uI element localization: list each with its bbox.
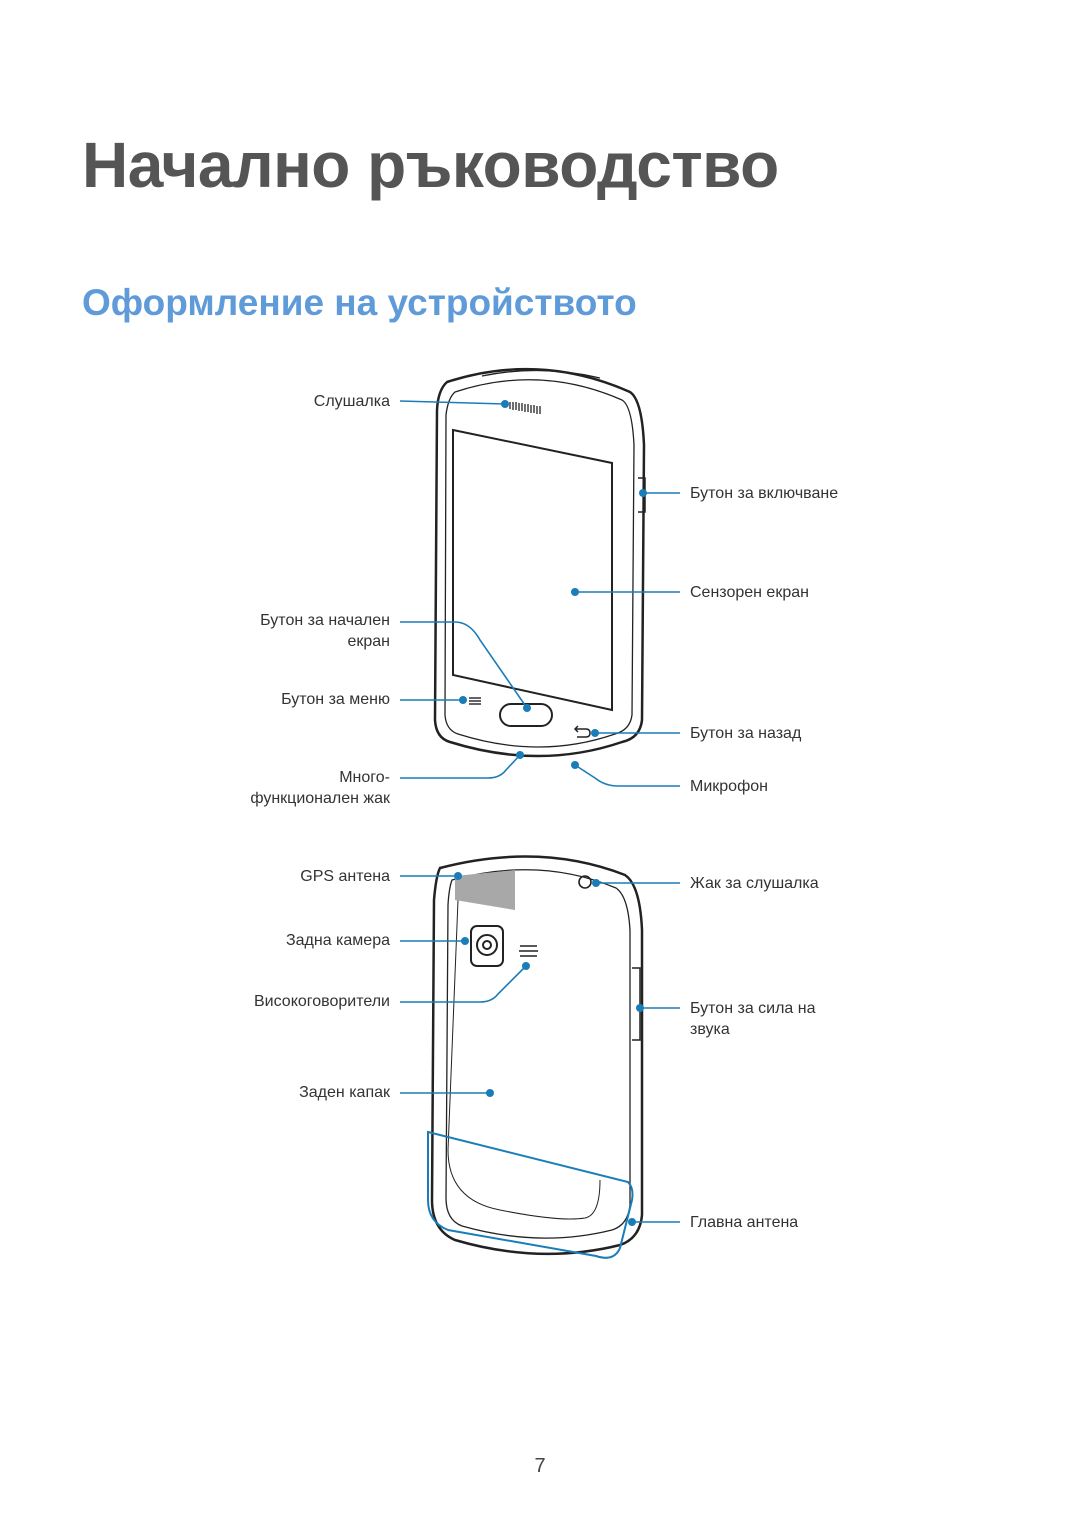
page-number: 7 [534,1455,546,1477]
label-volume-button: Бутон за сила на звука [690,998,816,1040]
back-key-icon [573,725,591,738]
menu-key-icon [469,697,481,705]
label-back-cover: Заден капак [299,1084,390,1101]
gps-antenna-area [455,870,515,910]
label-multipurpose-jack: Много- функционален жак [250,767,390,809]
speaker-grille [519,945,538,957]
label-back-button: Бутон за назад [690,725,802,742]
label-volume-button-line2: звука [690,1021,730,1038]
rear-camera [470,925,504,967]
label-menu-button: Бутон за меню [281,691,390,708]
label-home-button-line1: Бутон за начален [260,612,390,629]
label-microphone: Микрофон [690,778,768,795]
label-touchscreen: Сензорен екран [690,584,809,601]
callout-dots [454,400,647,1226]
callout-lines [399,400,680,1223]
front-phone [433,367,646,758]
home-button [499,703,553,727]
headset-jack [578,875,592,889]
front-screen [452,428,613,712]
back-phone [430,855,644,1256]
label-volume-button-line1: Бутон за сила на [690,1000,816,1017]
main-antenna-outline [427,1130,634,1259]
volume-button-side [632,967,641,1041]
section-title: Оформление на устройството [82,282,637,323]
label-multipurpose-jack-line1: Много- [339,769,390,786]
label-multipurpose-jack-line2: функционален жак [250,790,390,807]
earpiece-grille [509,402,541,414]
label-power-button: Бутон за включване [690,485,839,502]
label-gps-antenna: GPS антена [300,868,390,885]
label-headset-jack: Жак за слушалка [690,875,819,892]
label-speaker: Високоговорители [254,993,390,1010]
label-rear-camera: Задна камера [285,932,390,949]
label-main-antenna: Главна антена [690,1214,799,1231]
label-home-button: Бутон за начален екран [260,610,390,652]
page-title: Начално ръководство [82,129,779,201]
label-earpiece: Слушалка [313,393,390,410]
label-home-button-line2: екран [347,633,390,650]
